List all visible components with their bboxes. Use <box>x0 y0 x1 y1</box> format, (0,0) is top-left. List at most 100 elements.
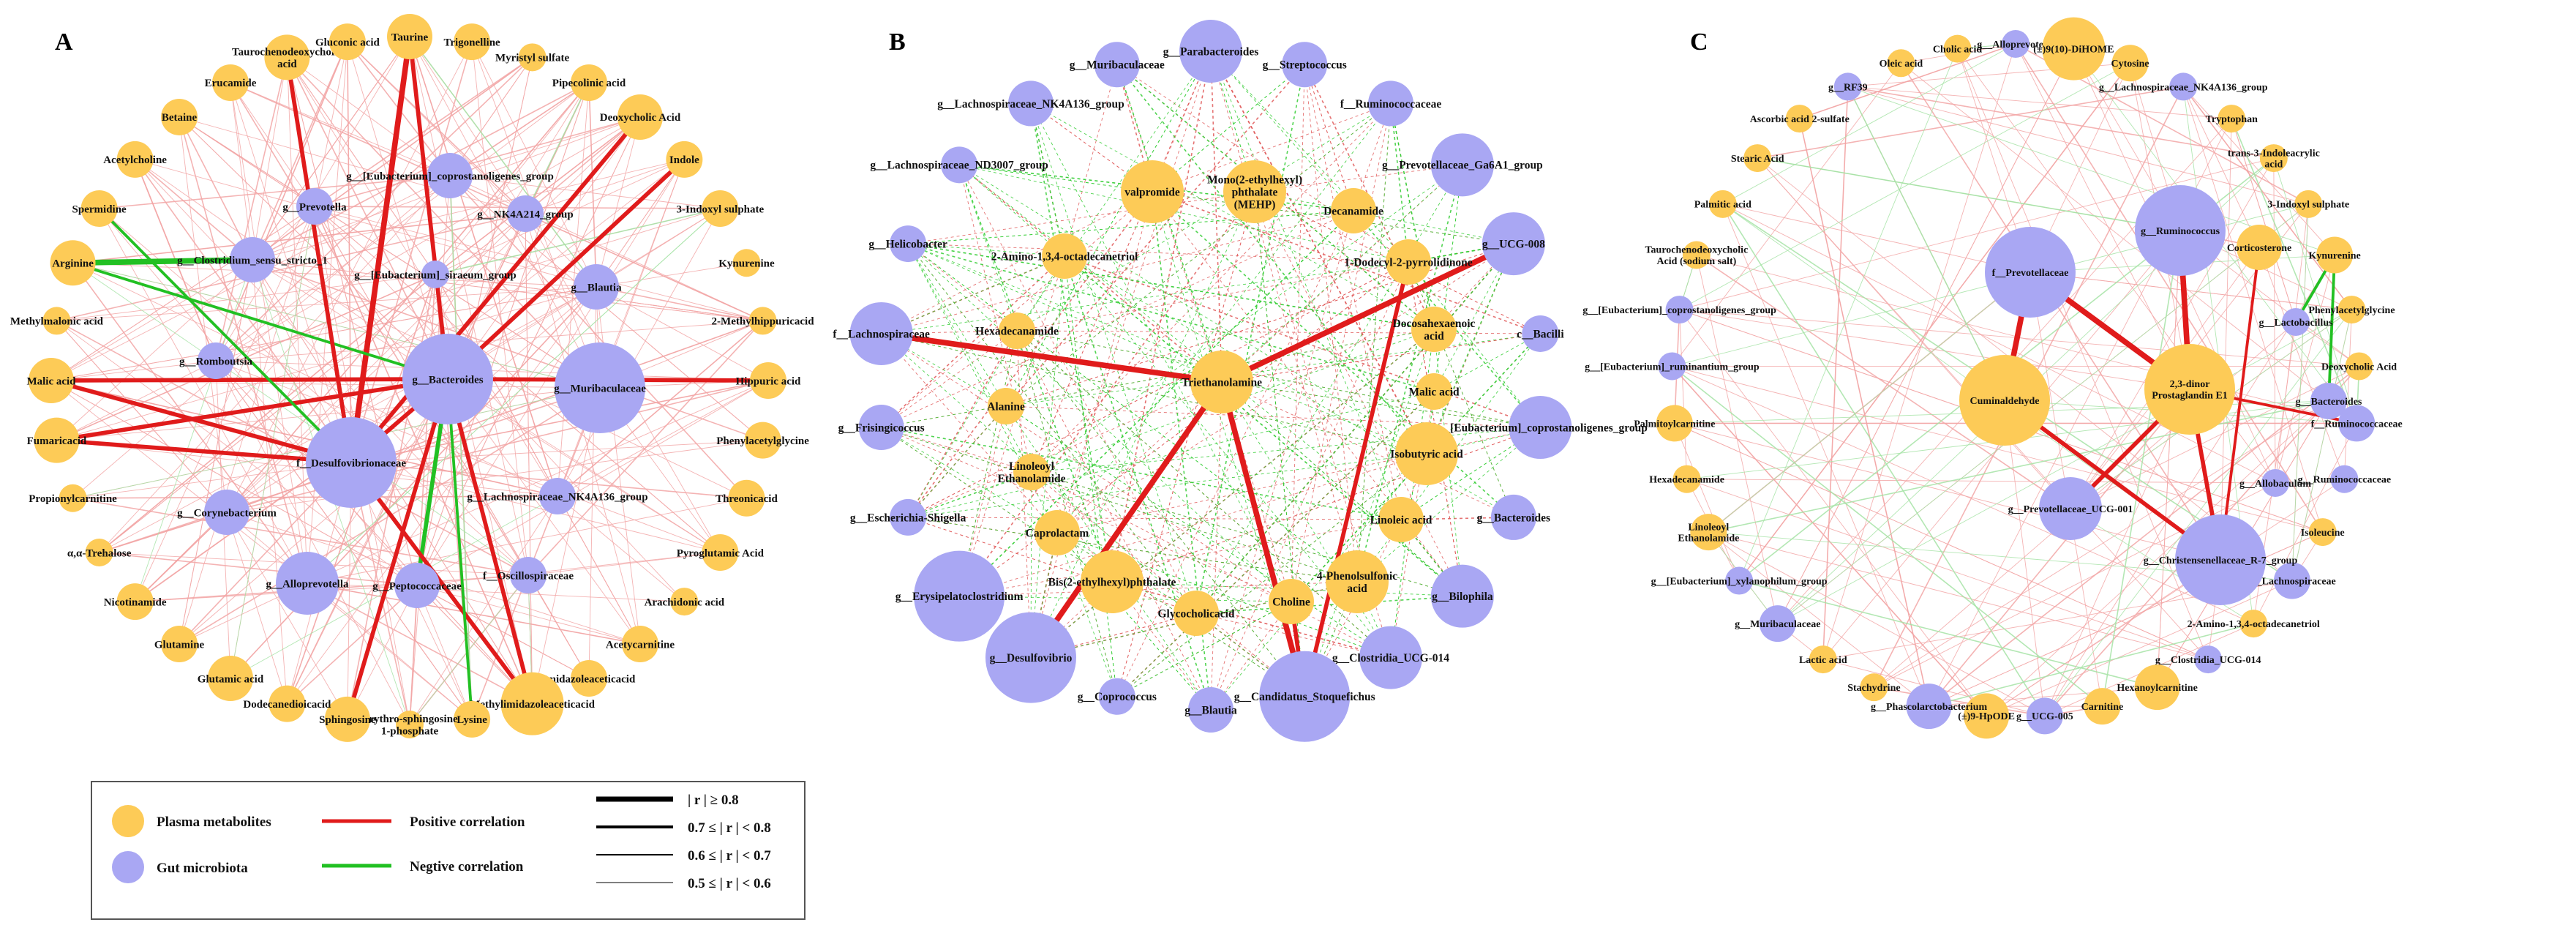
correlation-edge <box>1408 261 1514 518</box>
correlation-edge <box>1030 103 1065 257</box>
correlation-edge <box>588 82 601 389</box>
metabolite-node-malic-acid <box>29 358 74 403</box>
correlation-edge <box>1221 333 1541 383</box>
correlation-edge <box>1152 103 1392 192</box>
correlation-edge <box>350 380 769 463</box>
correlation-edge <box>1738 48 1958 581</box>
microbe-node-g-phascolarctobacterium <box>1906 684 1952 730</box>
correlation-edge <box>1056 427 1541 533</box>
node-label-c-bacilli: c__Bacilli <box>1517 328 1564 340</box>
correlation-edge <box>907 517 1197 614</box>
node-label-alanine: Alanine <box>987 400 1025 413</box>
metabolite-node-corticosterone <box>2237 225 2282 270</box>
microbe-node-g-ucg-008 <box>1482 212 1545 276</box>
legend-r2: 0.7 ≤ | r | < 0.8 <box>688 820 771 836</box>
correlation-edge <box>307 380 769 584</box>
node-label-myristyl-sulfate: Myristyl sulfate <box>495 53 570 64</box>
node-label-g-alloprevotella: g__Alloprevotella <box>266 578 349 590</box>
node-label-cuminaldehyde: Cuminaldehyde <box>1970 396 2040 407</box>
microbe-node-g-nk4a214-group <box>507 195 544 232</box>
correlation-edge <box>314 42 348 207</box>
strong-correlation-edge <box>349 116 642 464</box>
correlation-edge <box>135 159 597 288</box>
strong-correlation-edge <box>56 377 448 443</box>
metabolite-node-erucamide <box>212 64 249 101</box>
correlation-edge <box>2157 230 2181 688</box>
microbe-node-g-muribaculaceae <box>1094 42 1140 88</box>
microbe-node-g-ruminococcaceae <box>2330 465 2359 493</box>
node-label-g-lactobacillus: g__Lactobacillus <box>2258 318 2333 329</box>
correlation-edge <box>2291 203 2309 581</box>
correlation-edge <box>252 57 288 261</box>
node-label-stachydrine: Stachydrine <box>1847 683 1900 694</box>
correlation-edge <box>416 585 473 720</box>
node-label-indole: Indole <box>669 154 699 166</box>
strong-correlation-edge <box>446 378 535 705</box>
correlation-edge <box>2182 86 2335 255</box>
correlation-edge <box>1679 310 1688 479</box>
node-label-deoxycholic-acid: Deoxycholic Acid <box>2321 362 2397 372</box>
metabolite-node-threonicacid <box>728 479 765 517</box>
metabolite-node-cuminaldehyde <box>1959 355 2050 446</box>
correlation-edge <box>1056 243 1514 533</box>
metabolite-node-acetylcholine <box>116 141 154 178</box>
microbe-node-g-eubacterium-ruminantium-group <box>1658 352 1686 381</box>
correlation-edge <box>1777 309 2352 624</box>
correlation-edge <box>226 440 763 513</box>
metabolite-node-linoleoyl-ethanolamide <box>1690 514 1727 551</box>
legend-r4: 0.5 ≤ | r | < 0.6 <box>688 876 771 891</box>
strong-correlation-edge <box>72 261 448 381</box>
node-label-f-ruminococcaceae: f__Ruminococcaceae <box>2311 419 2403 430</box>
metabolite-node-3-indoxyl-sulphate <box>702 190 739 227</box>
node-label-1-dodecyl-2-pyrrolidinone: 1-Dodecyl-2-pyrrolidinone <box>1344 256 1472 269</box>
metabolite-node-linoleic-acid <box>1378 497 1424 542</box>
node-label-g-eubacterium-coprostanoligenes-group: g__[Eubacterium]_coprostanoligenes_group <box>346 171 554 182</box>
node-label-g-clostridia-ucg-014: g__Clostridia_UCG-014 <box>1332 652 1449 664</box>
microbe-node-f-ruminococcaceae <box>2338 405 2376 442</box>
node-label-9-hpode: (±)9-HpODE <box>1958 711 2015 722</box>
correlation-edge <box>1064 255 1212 711</box>
correlation-edge <box>1030 103 1435 330</box>
correlation-edge <box>72 262 529 576</box>
nodes: g__Parabacteroidesg__Streptococcusf__Rum… <box>833 20 1648 742</box>
correlation-edge <box>1874 686 2045 717</box>
node-label-isobutyric-acid: Isobutyric acid <box>1390 448 1463 460</box>
microbe-node-g-eubacterium-xylanophilum-group <box>1725 566 1754 595</box>
correlation-edge <box>135 159 253 261</box>
microbe-node-g-eubacterium-siraeum-group <box>421 261 449 288</box>
correlation-edge <box>1390 103 1435 330</box>
correlation-edge <box>226 41 473 513</box>
correlation-edge <box>286 585 418 705</box>
correlation-edge <box>416 159 685 586</box>
correlation-edge <box>907 243 1223 383</box>
correlation-edge <box>908 210 1354 244</box>
correlation-edge <box>1221 381 1514 518</box>
correlation-edge <box>1847 86 2309 205</box>
correlation-edge <box>596 286 769 381</box>
correlation-edge <box>1900 62 2221 561</box>
metabolite-node-phenylacetylglycine <box>744 422 781 459</box>
correlation-edge <box>908 453 1427 518</box>
node-label-betaine: Betaine <box>162 112 198 124</box>
legend-r1: | r | ≥ 0.8 <box>688 793 739 808</box>
microbiota-swatch <box>112 851 144 883</box>
correlation-edge <box>2101 230 2181 707</box>
correlation-edge <box>409 585 418 725</box>
correlation-edge <box>1221 381 1463 597</box>
correlation-edge <box>350 462 721 553</box>
node-label-g-nk4a214-group: g__NK4A214_group <box>477 209 573 220</box>
correlation-edge <box>1722 203 2046 716</box>
correlation-edge <box>2343 310 2352 479</box>
metabolite-node-linoleoyl-ethanolamide <box>1013 454 1050 490</box>
correlation-edge <box>1722 203 2276 484</box>
node-label-g-phascolarctobacterium: g__Phascolarctobacterium <box>1871 702 1987 713</box>
correlation-edge <box>1111 50 1212 583</box>
correlation-edge <box>99 208 418 586</box>
correlation-edge <box>1708 271 2031 533</box>
correlation-edge <box>1822 86 1849 660</box>
metabolite-node-hexadecanamide <box>1672 465 1701 493</box>
correlation-edge <box>2044 389 2190 716</box>
microbe-node-g-bilophila <box>1430 564 1494 628</box>
correlation-edge <box>1005 405 1392 658</box>
